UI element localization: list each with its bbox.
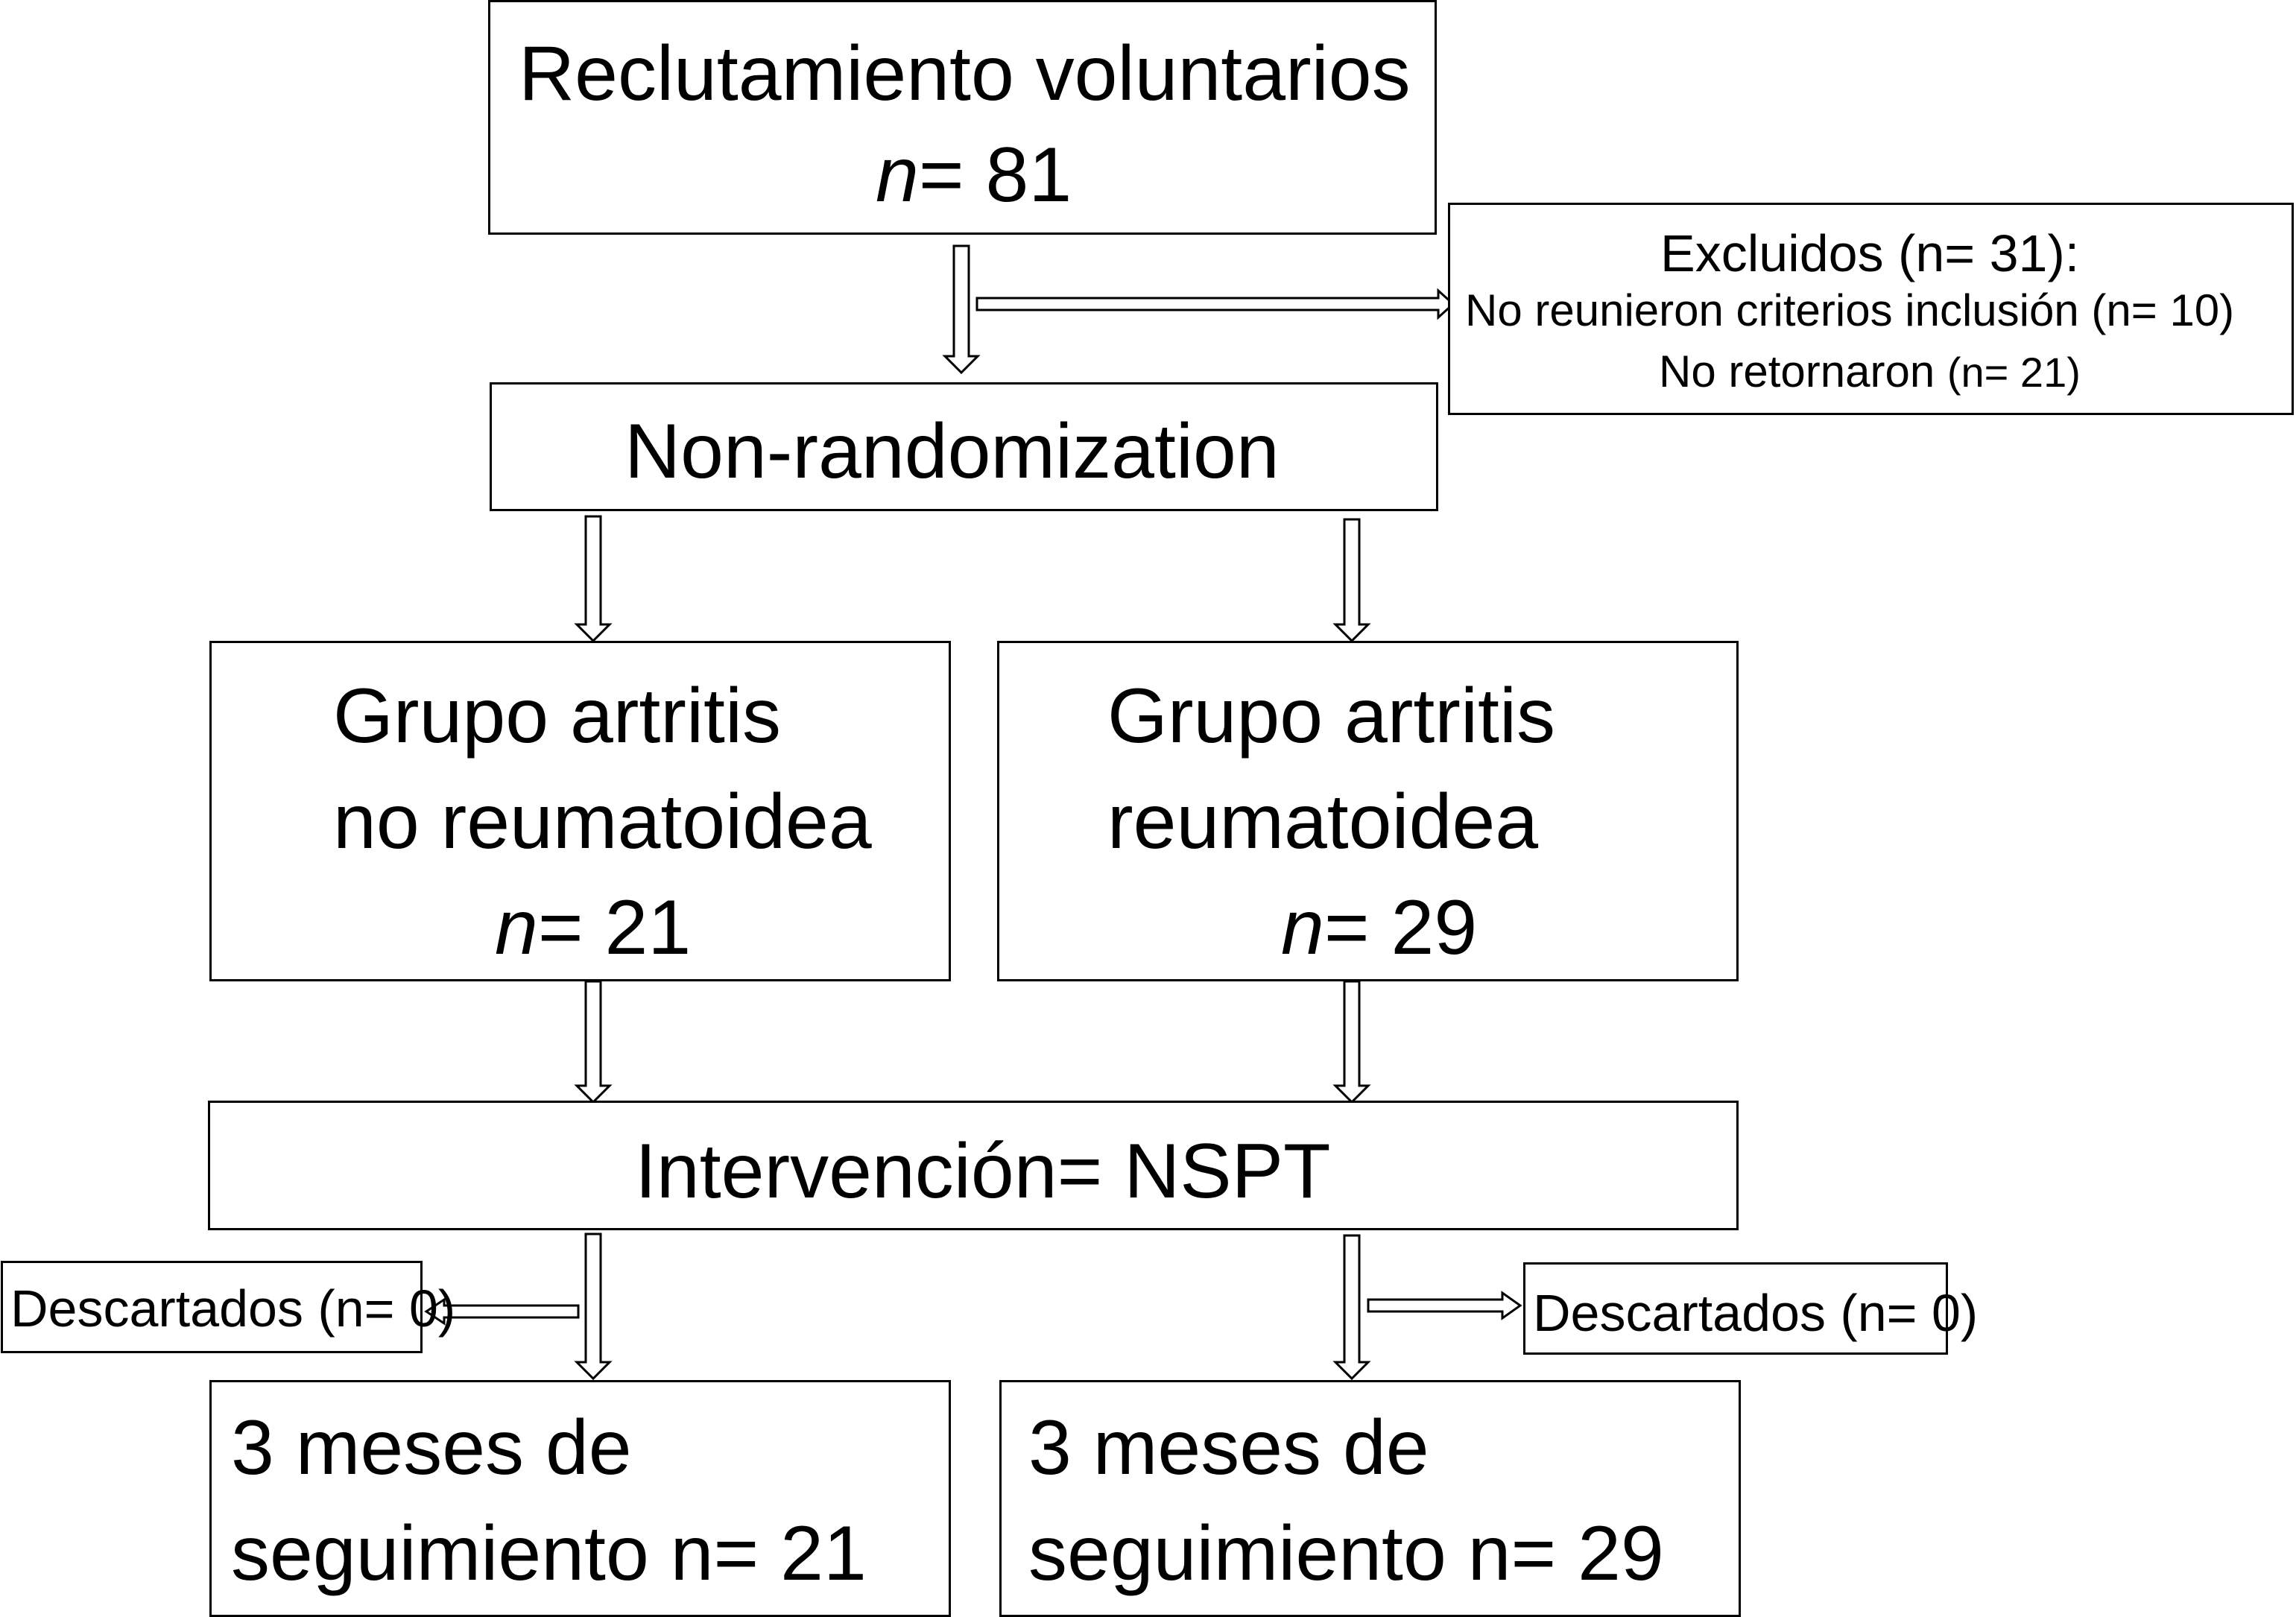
group-non-ra-count: n= 21: [495, 889, 691, 966]
arrow-allocation-to-non-ra: [574, 515, 613, 643]
arrow-intervention-to-followup-ra: [1332, 1234, 1371, 1381]
group-ra-count: n= 29: [1281, 889, 1477, 966]
intervention-label: Intervención= NSPT: [635, 1128, 1331, 1215]
excluded-no-return-count: (n= 21): [1946, 349, 2081, 396]
intervention-box: Intervención= NSPT: [208, 1101, 1739, 1230]
group-ra-n-value: = 29: [1323, 885, 1478, 971]
recruitment-count: n= 81: [876, 136, 1072, 214]
discarded-left-label: Descartados (n= 0): [10, 1279, 456, 1338]
group-non-ra-line-2: no reumatoidea: [333, 779, 872, 865]
excluded-reason-criteria: No reunieron criterios inclusión (n= 10): [1465, 285, 2235, 335]
arrow-to-discarded-right: [1367, 1291, 1522, 1320]
followup-non-ra-box: 3 meses de seguimiento n= 21: [209, 1380, 951, 1617]
discarded-right-label: Descartados (n= 0): [1533, 1284, 1979, 1342]
excluded-no-return-text: No retornaron: [1659, 346, 1947, 396]
recruitment-n-label: n: [876, 132, 919, 218]
recruitment-n-value: = 81: [918, 132, 1072, 218]
group-ra-line-2: reumatoidea: [1107, 779, 1539, 865]
group-non-ra-line-1: Grupo artritis: [333, 673, 782, 759]
followup-ra-line-2: seguimiento n= 29: [1028, 1510, 1664, 1597]
excluded-reason-no-return: No retornaron (n= 21): [1659, 349, 2081, 394]
followup-ra-line-1: 3 meses de: [1028, 1405, 1429, 1491]
group-non-ra-n-label: n: [495, 885, 538, 971]
followup-non-ra-line-2: seguimiento n= 21: [231, 1510, 867, 1597]
arrow-to-discarded-left: [424, 1297, 580, 1326]
group-non-ra-n-value: = 21: [537, 885, 692, 971]
group-ra-box: Grupo artritis reumatoidea n= 29: [997, 641, 1739, 981]
arrow-to-excluded: [975, 288, 1455, 320]
allocation-box: Non-randomization: [490, 382, 1438, 511]
followup-ra-box: 3 meses de seguimiento n= 29: [999, 1380, 1741, 1617]
arrow-non-ra-to-intervention: [574, 980, 613, 1104]
arrow-intervention-to-followup-non-ra: [574, 1232, 613, 1381]
group-ra-n-label: n: [1281, 885, 1324, 971]
group-non-ra-box: Grupo artritis no reumatoidea n= 21: [209, 641, 951, 981]
discarded-left-box: Descartados (n= 0): [1, 1261, 455, 1353]
arrow-allocation-to-ra: [1332, 518, 1371, 643]
arrow-ra-to-intervention: [1332, 980, 1371, 1104]
excluded-title: Excluidos (n= 31):: [1660, 224, 2080, 282]
followup-non-ra-line-1: 3 meses de: [231, 1405, 632, 1491]
discarded-right-box: Descartados (n= 0): [1523, 1262, 1978, 1355]
excluded-box: Excluidos (n= 31): No reunieron criterio…: [1448, 203, 2294, 415]
allocation-label: Non-randomization: [624, 408, 1280, 495]
group-ra-line-1: Grupo artritis: [1107, 673, 1556, 759]
recruitment-box: Reclutamiento voluntarios n= 81: [488, 0, 1437, 235]
arrow-recruitment-to-allocation: [942, 244, 981, 375]
recruitment-title: Reclutamiento voluntarios: [519, 31, 1411, 117]
